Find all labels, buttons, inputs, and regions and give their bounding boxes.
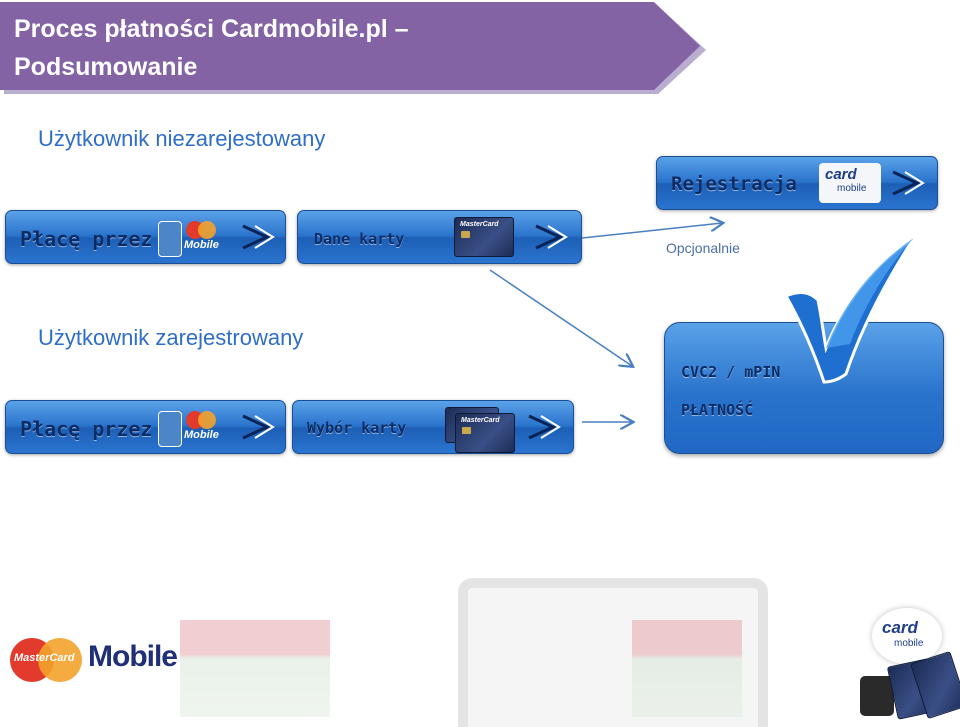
- chevron-right-icon: [528, 414, 561, 440]
- strawberry-photo-right: [632, 620, 742, 717]
- pay-with-label: Płacę przez: [20, 417, 153, 441]
- cardmobile-logo: card mobile: [819, 163, 881, 203]
- card-brand-text: MasterCard: [461, 417, 500, 424]
- chevron-right-icon: [535, 224, 568, 250]
- header-title-line2: Podsumowanie: [14, 53, 198, 81]
- chevron-right-icon: [242, 414, 275, 440]
- strawberry-photo-left: [180, 620, 330, 717]
- payment-card-image: MasterCard: [455, 413, 515, 453]
- mastercard-logo-icon: [186, 221, 216, 239]
- mastercard-text: MasterCard: [14, 652, 75, 664]
- pay-with-label: Płacę przez: [20, 227, 153, 251]
- pay-with-button-registered[interactable]: Płacę przez Mobile: [5, 400, 286, 454]
- select-card-button[interactable]: Wybór karty MasterCard: [292, 400, 574, 454]
- section-title-unregistered: Użytkownik niezarejestowany: [38, 126, 326, 151]
- cardmobile-logo-mobile: mobile: [837, 183, 867, 194]
- phone-icon: [158, 221, 182, 257]
- card-brand-text: MasterCard: [460, 221, 499, 228]
- payment-label: PŁATNOŚĆ: [681, 401, 754, 419]
- payment-box[interactable]: CVC2 / mPIN PŁATNOŚĆ: [664, 322, 944, 454]
- payment-card-image: MasterCard: [454, 217, 514, 257]
- card-data-label: Dane karty: [314, 230, 405, 248]
- card-data-button[interactable]: Dane karty MasterCard: [297, 210, 582, 264]
- optional-label: Opcjonalnie: [666, 240, 740, 256]
- cardmobile-logo-card: card: [825, 166, 857, 183]
- header-title-line1: Proces płatności Cardmobile.pl –: [14, 15, 409, 43]
- phones-cards-image: [852, 648, 960, 720]
- chevron-right-icon: [892, 170, 925, 196]
- phone-icon: [158, 411, 182, 447]
- mastercard-mobile-logo: MasterCard Mobile: [10, 636, 185, 686]
- mobile-word-large: Mobile: [88, 640, 178, 673]
- mastercard-logo-icon: [186, 411, 216, 429]
- auth-label: CVC2 / mPIN: [681, 363, 781, 381]
- select-card-label: Wybór karty: [307, 419, 407, 437]
- registration-button[interactable]: Rejestracja card mobile: [656, 156, 938, 210]
- section-title-registered: Użytkownik zarejestrowany: [38, 325, 304, 350]
- chevron-right-icon: [242, 224, 275, 250]
- checkmark-icon: [783, 236, 916, 384]
- cardmobile-badge-card: card: [882, 618, 918, 637]
- cardmobile-badge: card mobile: [872, 608, 942, 664]
- registration-label: Rejestracja: [671, 173, 797, 195]
- cardmobile-badge-mobile: mobile: [894, 638, 924, 649]
- mobile-word: Mobile: [184, 239, 219, 251]
- pay-with-button-unregistered[interactable]: Płacę przez Mobile: [5, 210, 286, 264]
- mobile-word: Mobile: [184, 429, 219, 441]
- header-banner: [0, 2, 706, 94]
